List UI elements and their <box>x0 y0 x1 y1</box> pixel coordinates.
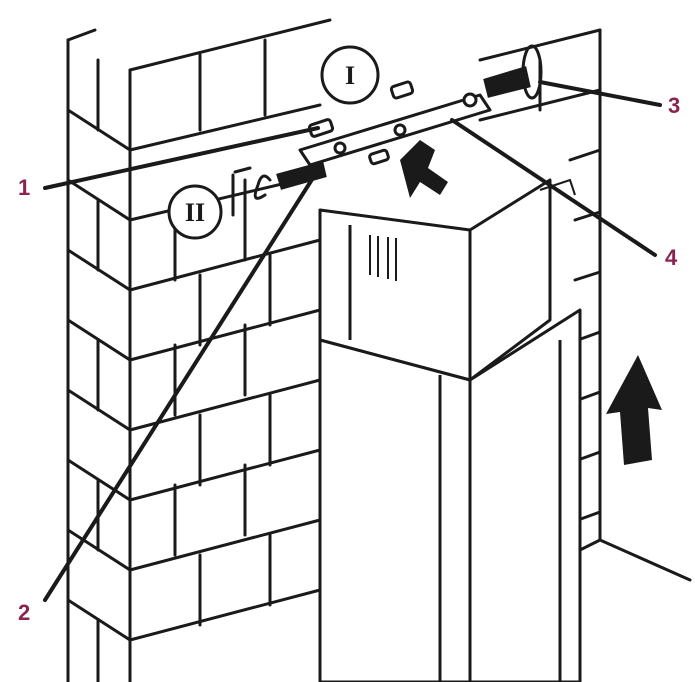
step-marker-2: II <box>167 184 223 240</box>
leader-line-2 <box>43 168 320 602</box>
insert-arrow-icon <box>400 140 448 198</box>
leader-line-3 <box>538 80 662 107</box>
callout-labels: 1 2 3 4 <box>18 93 680 625</box>
leader-line-4 <box>450 118 657 257</box>
leader-line-1 <box>43 126 320 190</box>
leader-lines <box>43 80 662 602</box>
up-arrow-icon <box>606 355 662 465</box>
callout-1: 1 <box>18 175 30 200</box>
brick-wall <box>66 18 692 682</box>
mounting-bracket <box>298 92 492 167</box>
callout-3: 3 <box>668 93 680 118</box>
callout-4: 4 <box>665 245 678 270</box>
step-marker-1-text: I <box>345 61 355 90</box>
wall-plug-icon <box>307 80 415 166</box>
screw-icon <box>276 66 531 190</box>
step-marker-1: I <box>320 45 380 105</box>
chimney-hood-duct <box>318 178 582 682</box>
hook-icon <box>231 166 272 217</box>
washer-icon <box>521 44 543 100</box>
callout-2: 2 <box>18 600 30 625</box>
step-marker-2-text: II <box>185 198 205 227</box>
